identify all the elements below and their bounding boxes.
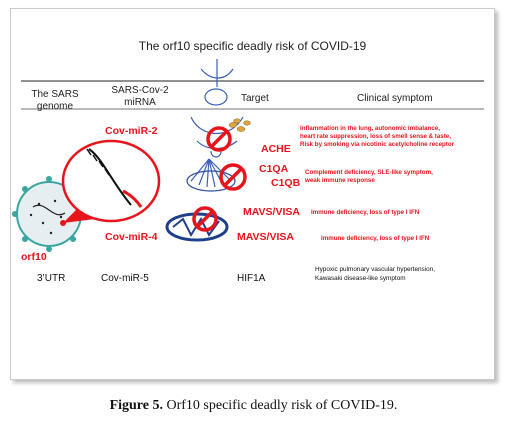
- block-sign-ache: [206, 126, 232, 152]
- block-sign-mavs: [192, 206, 218, 232]
- target-c1qa: C1QA: [259, 163, 289, 175]
- target-mavs-visa-2: MAVS/VISA: [237, 231, 294, 243]
- zoom-callout: [61, 139, 161, 223]
- diagram-graphics: [12, 59, 484, 252]
- block-sign-c1q: [219, 163, 247, 191]
- figure-frame: The orf10 specific deadly risk of COVID-…: [10, 8, 495, 380]
- target-mavs-visa-1: MAVS/VISA: [243, 206, 300, 218]
- header-symptom: Clinical symptom: [357, 93, 433, 104]
- caption-text: Orf10 specific deadly risk of COVID-19.: [162, 398, 398, 413]
- symptom-mavs-2: Immune deficiency, loss of type I IFN: [321, 235, 430, 242]
- figure-title: The orf10 specific deadly risk of COVID-…: [138, 39, 367, 53]
- header-mirna: SARS-Cov-2 miRNA: [111, 85, 169, 108]
- orf10-label: orf10: [21, 251, 47, 263]
- mirna-cov-mir-5: Cov-miR-5: [101, 273, 149, 284]
- symptom-ache: Inflammation in the lung, autonomic imba…: [300, 125, 455, 148]
- virus-particle-icon: [12, 176, 86, 252]
- caption-label: Figure 5.: [109, 398, 163, 413]
- header-target: Target: [241, 93, 269, 104]
- target-c1qb: C1QB: [271, 177, 301, 189]
- vesicles: [228, 118, 251, 132]
- mirna-cov-mir-4: Cov-miR-4: [105, 231, 158, 243]
- target-ache: ACHE: [261, 143, 291, 155]
- genome-3utr: 3’UTR: [37, 273, 66, 284]
- figure-caption: Figure 5. Orf10 specific deadly risk of …: [0, 398, 507, 414]
- complement-fan-icon: [186, 158, 236, 192]
- symptom-c1q: Complement deficiency, SLE-like symptom,…: [305, 169, 433, 184]
- symptom-hif1a: Hypoxic pulmonary vascular hypertension,…: [315, 266, 436, 282]
- target-hif1a: HIF1A: [237, 273, 266, 284]
- header-genome: The SARS genome: [31, 89, 79, 112]
- symptom-mavs-1: Immune deficiency, loss of type I IFN: [311, 209, 420, 216]
- mirna-cov-mir-2: Cov-miR-2: [105, 125, 158, 137]
